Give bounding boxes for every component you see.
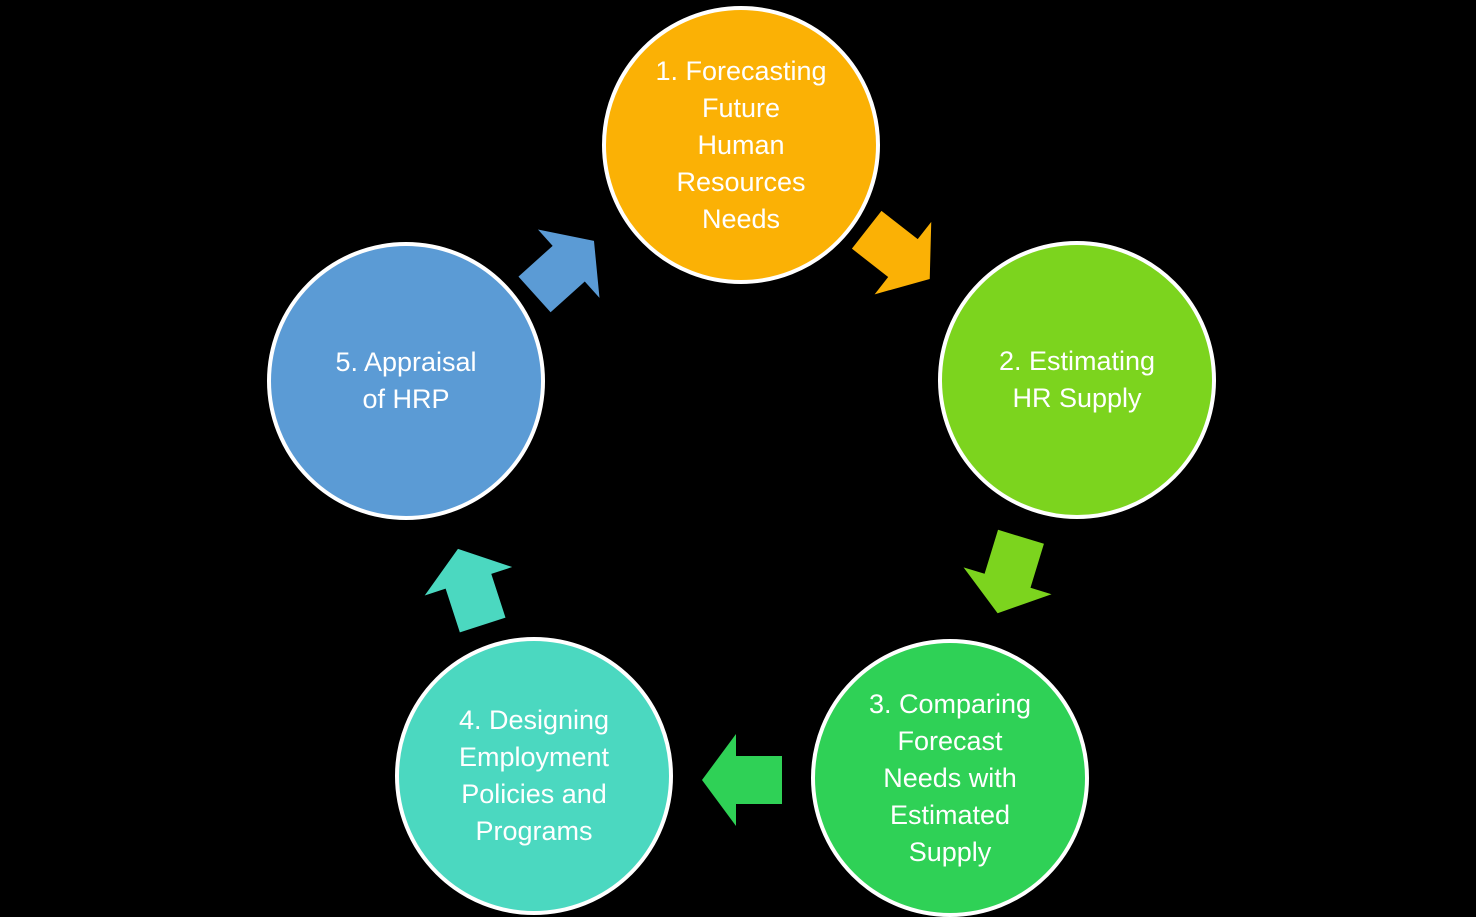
block-arrow-shape bbox=[424, 548, 513, 633]
arrow-4-to-5 bbox=[401, 517, 540, 656]
block-arrow-icon bbox=[851, 210, 932, 295]
block-arrow-icon bbox=[518, 229, 600, 313]
step-circle-4: 4. Designing Employment Policies and Pro… bbox=[395, 637, 673, 915]
step-label-1: 1. Forecasting Future Human Resources Ne… bbox=[655, 55, 827, 234]
step-label-5: 5. Appraisal of HRP bbox=[335, 347, 477, 414]
block-arrow-shape bbox=[963, 529, 1052, 614]
block-arrow-shape bbox=[518, 229, 600, 313]
arrow-2-to-3 bbox=[940, 507, 1077, 644]
step-circle-1: 1. Forecasting Future Human Resources Ne… bbox=[602, 6, 880, 284]
step-circle-5: 5. Appraisal of HRP bbox=[267, 242, 545, 520]
block-arrow-icon bbox=[424, 548, 513, 633]
step-label-2: 2. Estimating HR Supply bbox=[998, 346, 1156, 413]
block-arrow-shape bbox=[851, 210, 932, 295]
arrow-3-to-4 bbox=[686, 725, 796, 835]
arrow-1-to-2 bbox=[822, 178, 976, 332]
block-arrow-icon bbox=[963, 529, 1052, 614]
step-circle-2: 2. Estimating HR Supply bbox=[938, 241, 1216, 519]
step-label-3: 3. Comparing Forecast Needs with Estimat… bbox=[868, 688, 1032, 867]
arrow-5-to-1 bbox=[487, 189, 642, 344]
step-label-4: 4. Designing Employment Policies and Pro… bbox=[458, 705, 610, 846]
block-arrow-icon bbox=[702, 734, 782, 826]
block-arrow-shape bbox=[702, 734, 782, 826]
step-circle-3: 3. Comparing Forecast Needs with Estimat… bbox=[811, 639, 1089, 917]
